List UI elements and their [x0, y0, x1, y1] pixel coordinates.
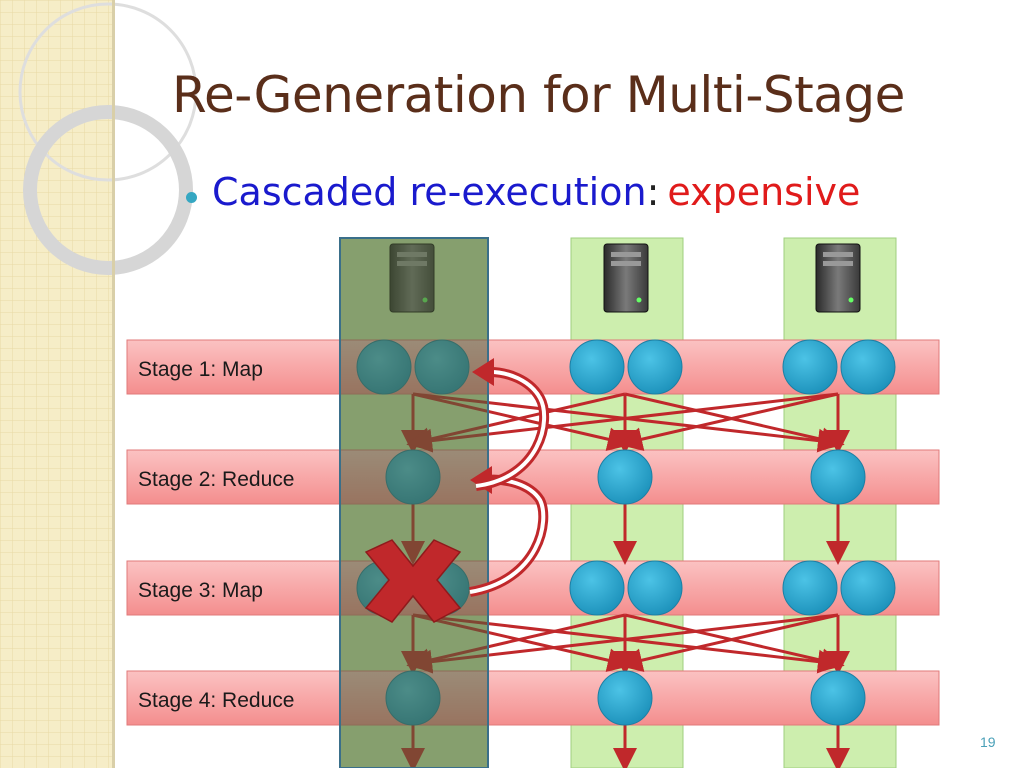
server-icon: [603, 243, 649, 313]
stage-1-label: Stage 1: Map: [138, 358, 263, 381]
bullet-separator: :: [646, 170, 660, 214]
recompute-arrow-icon: [472, 358, 550, 491]
bullet-emphasis: expensive: [667, 170, 861, 214]
task-node: [782, 560, 838, 616]
page-number: 19: [980, 734, 996, 750]
bullet-dot-icon: [186, 192, 197, 203]
task-node: [627, 560, 683, 616]
task-node: [569, 339, 625, 395]
task-node: [627, 339, 683, 395]
bullet-point: Cascaded re-execution:expensive: [186, 170, 860, 214]
decor-circle-2: [23, 105, 193, 275]
stage-2-label: Stage 2: Reduce: [138, 468, 294, 491]
task-node: [782, 339, 838, 395]
task-node: [569, 560, 625, 616]
stage-4-label: Stage 4: Reduce: [138, 689, 294, 712]
task-node: [810, 670, 866, 726]
task-node: [810, 449, 866, 505]
server-icon: [815, 243, 861, 313]
task-node: [840, 339, 896, 395]
stage-4-band: [126, 670, 940, 726]
failed-machine-overlay: [339, 237, 489, 768]
stage-bands: [126, 339, 940, 726]
task-node: [840, 560, 896, 616]
stage-3-label: Stage 3: Map: [138, 579, 263, 602]
failure-cross-icon: [364, 539, 462, 623]
decor-divider: [112, 0, 115, 768]
bullet-label: Cascaded re-execution: [212, 170, 647, 214]
decor-circle-1: [18, 2, 198, 182]
slide-title: Re-Generation for Multi-Stage: [172, 66, 905, 124]
task-node: [597, 670, 653, 726]
task-node: [597, 449, 653, 505]
